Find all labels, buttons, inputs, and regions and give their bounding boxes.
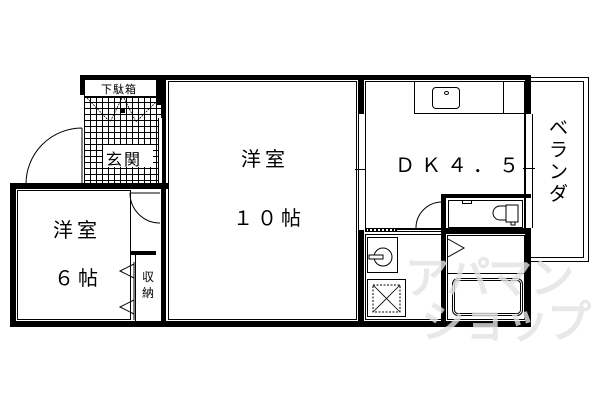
- wall: [80, 75, 85, 95]
- western-room-6-title: 洋室: [53, 218, 101, 242]
- sink-drain-icon: [444, 91, 449, 95]
- washbasin: [367, 237, 398, 273]
- storage-door-icon[interactable]: [118, 262, 136, 320]
- balcony-inner-line: [531, 81, 584, 258]
- washbasin-icon[interactable]: [367, 243, 397, 273]
- kitchen-counter-divider: [503, 81, 504, 114]
- washing-machine-space: [367, 279, 406, 317]
- entrance-door-icon[interactable]: [24, 126, 86, 186]
- watermark-line-1: アパマン: [405, 253, 574, 304]
- western-room-6-size: ６帖: [54, 266, 102, 290]
- wall: [10, 183, 16, 327]
- wall: [161, 321, 531, 327]
- western-room-10-title: 洋室: [241, 147, 289, 171]
- inner-wall: [131, 251, 156, 255]
- toilet-door-icon[interactable]: [414, 200, 444, 230]
- wall: [441, 232, 446, 327]
- wall: [441, 229, 531, 234]
- sink-icon[interactable]: [432, 87, 460, 109]
- wall-dashed: [365, 229, 397, 232]
- wall: [10, 321, 170, 327]
- wall: [156, 75, 161, 105]
- washing-machine-icon: [372, 284, 401, 313]
- wall: [441, 194, 446, 234]
- genkan-label: 玄関: [106, 150, 143, 169]
- storage-label: 収納: [142, 270, 156, 300]
- toilet-tank: [462, 200, 472, 204]
- window-divider: [523, 168, 535, 169]
- storage: 収納: [135, 255, 157, 321]
- bathroom-divider: [447, 273, 525, 274]
- wall: [158, 118, 162, 183]
- kitchen-counter: [414, 81, 525, 114]
- shoebox-door-icon: [86, 97, 161, 123]
- toilet-icon: [492, 204, 519, 226]
- shoe-box: 下駄箱: [84, 79, 163, 98]
- western-room-10-size: １０帖: [233, 206, 305, 230]
- sliding-door-divider: [355, 169, 367, 170]
- wall: [161, 75, 166, 327]
- watermark-line-2: ショップ: [421, 297, 591, 348]
- wall: [161, 75, 531, 80]
- dining-kitchen-label: ＤＫ４．５: [395, 153, 525, 177]
- genkan-label-bg: [103, 145, 153, 167]
- wall: [10, 183, 170, 189]
- wall: [80, 75, 170, 80]
- bathroom-door-icon[interactable]: [447, 238, 467, 260]
- shoe-box-label: 下駄箱: [101, 83, 137, 96]
- wall-thin: [397, 229, 441, 232]
- balcony: [531, 77, 589, 262]
- balcony-window[interactable]: [525, 114, 533, 228]
- watermark: アパマン ショップ: [405, 253, 591, 348]
- balcony-label: ベランダ: [549, 117, 569, 205]
- wall: [441, 194, 531, 198]
- western-room-10: [168, 81, 357, 320]
- bathroom: [447, 235, 525, 320]
- western-room-6: [17, 190, 131, 320]
- bathtub-icon: [452, 278, 523, 316]
- room6-door-icon[interactable]: [128, 191, 164, 227]
